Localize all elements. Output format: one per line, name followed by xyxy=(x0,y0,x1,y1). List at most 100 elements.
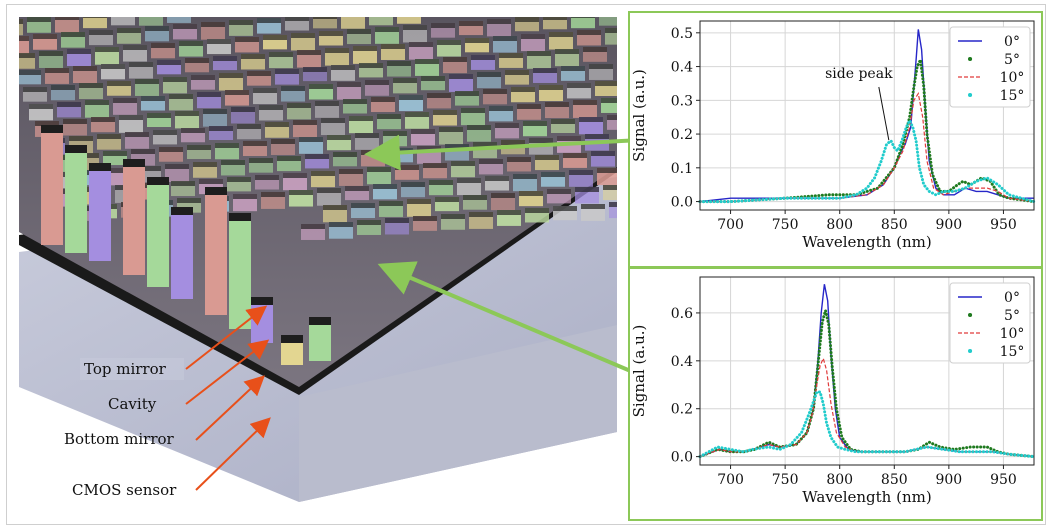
mosaic-cell-top xyxy=(355,133,379,138)
x-axis-title: Wavelength (nm) xyxy=(802,488,931,506)
mosaic-cell-top xyxy=(403,25,427,30)
mosaic-cell-top xyxy=(349,116,373,121)
mosaic-cell-top xyxy=(157,60,181,65)
mosaic-cell-top xyxy=(443,57,467,62)
mosaic-cell-top xyxy=(601,98,617,103)
mosaic-cell-top xyxy=(63,119,87,124)
mosaic-cell-top xyxy=(283,173,307,178)
mosaic-cell-top xyxy=(109,168,133,173)
mosaic-cell-top xyxy=(505,70,529,75)
legend-label: 15° xyxy=(1000,344,1025,360)
mosaic-cell-top xyxy=(79,83,103,88)
mosaic-cell-top xyxy=(303,67,327,72)
mosaic-cell-top xyxy=(457,178,481,183)
mosaic-cell-top xyxy=(545,102,569,107)
mosaic-cell-top xyxy=(589,64,613,69)
mosaic-cell-top xyxy=(51,85,75,90)
mosaic-cell-top xyxy=(485,176,509,181)
mosaic-cell-top xyxy=(313,17,337,19)
mosaic-cell-top xyxy=(433,110,457,115)
mosaic-cell-top xyxy=(297,50,321,55)
x-tick-label: 900 xyxy=(935,217,962,233)
mosaic-cell xyxy=(571,17,595,29)
mosaic-cell-top xyxy=(439,127,463,132)
mosaic-cell-top xyxy=(147,113,171,118)
filter-pillar-cap xyxy=(205,187,227,195)
mosaic-cell-top xyxy=(493,36,517,41)
mosaic-cell-top xyxy=(451,161,475,166)
mosaic-cell-top xyxy=(83,17,107,18)
mosaic-cell-top xyxy=(257,18,281,23)
mosaic-cell-top xyxy=(379,201,403,206)
mosaic-cell-top xyxy=(107,81,131,86)
mosaic-cell-top xyxy=(301,224,325,229)
mosaic-cell-top xyxy=(243,141,267,146)
mosaic-cell-top xyxy=(579,117,603,122)
mosaic-cell-top xyxy=(129,62,153,67)
mosaic-cell-top xyxy=(381,44,405,49)
mosaic-cell-top xyxy=(159,147,183,152)
mosaic-cell-top xyxy=(331,65,355,70)
x-tick-label: 800 xyxy=(826,217,853,233)
mosaic-cell-top xyxy=(123,45,147,50)
mosaic-cell-top xyxy=(197,92,221,97)
mosaic-cell-top xyxy=(389,148,413,153)
mosaic-cell-top xyxy=(609,202,617,207)
x-tick-label: 750 xyxy=(772,472,799,488)
mosaic-cell-top xyxy=(237,124,261,129)
mosaic-cell-top xyxy=(603,185,617,190)
mosaic-cell-top xyxy=(543,17,567,20)
filter-array-illustration xyxy=(19,17,617,502)
mosaic-cell-top xyxy=(299,137,323,142)
mosaic-cell-top xyxy=(137,166,161,171)
mosaic-cell-top xyxy=(231,107,255,112)
mosaic-cell-top xyxy=(191,75,215,80)
mosaic-cell-top xyxy=(169,94,193,99)
mosaic-cell-top xyxy=(459,21,483,26)
legend-box xyxy=(949,26,1031,108)
mosaic-cell-top xyxy=(383,131,407,136)
mosaic-cell-top xyxy=(395,165,419,170)
mosaic-cell-top xyxy=(125,132,149,137)
y-tick-label: 0.0 xyxy=(671,450,693,466)
mosaic-cell-top xyxy=(249,158,273,163)
mosaic-cell-top xyxy=(103,151,127,156)
x-tick-label: 900 xyxy=(935,472,962,488)
mosaic-cell-top xyxy=(225,90,249,95)
mosaic-cell-top xyxy=(541,172,565,177)
mosaic-cell-top xyxy=(171,181,195,186)
filter-pillar-cap xyxy=(281,335,303,343)
mosaic-cell-top xyxy=(375,27,399,32)
mosaic-cell-top xyxy=(595,81,617,86)
mosaic-cell-top xyxy=(499,53,523,58)
mosaic-cell-top xyxy=(97,134,121,139)
mosaic-cell-top xyxy=(269,52,293,57)
mosaic-cell-top xyxy=(569,170,593,175)
mosaic-cell xyxy=(609,202,617,219)
legend-label: 10° xyxy=(1000,326,1025,342)
mosaic-cell-top xyxy=(19,19,23,24)
mosaic-cell-top xyxy=(61,32,85,37)
legend-label: 5° xyxy=(1004,308,1020,324)
x-tick-label: 800 xyxy=(826,472,853,488)
mosaic-cell-top xyxy=(511,87,535,92)
mosaic-cell-top xyxy=(265,122,289,127)
mosaic-cell-top xyxy=(247,71,271,76)
mosaic-cell xyxy=(55,17,79,33)
mosaic-cell-top xyxy=(193,162,217,167)
mosaic-cell-top xyxy=(259,105,283,110)
series-line-5deg xyxy=(698,310,1036,459)
mosaic-cell-top xyxy=(483,89,507,94)
mosaic-cell-top xyxy=(607,115,617,120)
y-axis-title: Signal (a.u.) xyxy=(630,325,648,418)
mosaic-cell-top xyxy=(19,53,35,58)
mosaic-cell-top xyxy=(469,212,493,217)
mosaic-cell-top xyxy=(117,28,141,33)
mosaic-cell-top xyxy=(597,168,617,173)
mosaic-cell-top xyxy=(575,187,599,192)
mosaic-cell-top xyxy=(291,33,315,38)
mosaic-cell-top xyxy=(521,34,545,39)
mosaic-cell-top xyxy=(583,47,607,52)
mosaic-cell-top xyxy=(261,192,285,197)
mosaic-cell-top xyxy=(415,59,439,64)
